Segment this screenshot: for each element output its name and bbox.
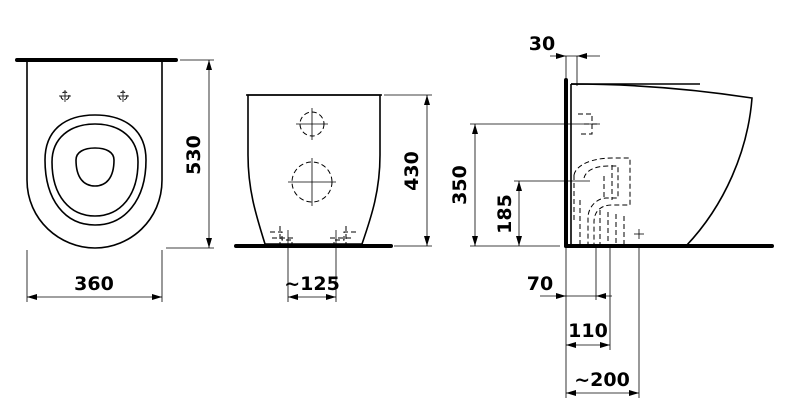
dim-label-70: 70 <box>527 273 553 295</box>
top-view: 360 530 <box>15 58 214 302</box>
dim-label-200: ~200 <box>574 369 630 391</box>
top-view-seat-outer <box>44 114 147 226</box>
dim-label-height: 430 <box>401 151 423 191</box>
top-view-bowl-outline <box>26 62 163 249</box>
front-view-fixing-hole <box>296 108 328 140</box>
dim-label-wall-offset: 30 <box>529 33 555 55</box>
dim-label-outlet-center: 185 <box>494 194 516 234</box>
dim-label-width: 360 <box>74 273 114 295</box>
front-view-body-outline <box>247 94 381 245</box>
front-view: ~125 430 <box>234 94 432 302</box>
top-view-drain-oval <box>75 147 115 187</box>
front-view-outlet-hole <box>288 158 336 206</box>
top-view-hinge-left <box>59 90 71 102</box>
top-view-hinge-right <box>117 90 129 102</box>
side-view-body-outline <box>570 83 753 247</box>
top-view-seat-inner <box>51 123 139 217</box>
side-view-outlet-pipe <box>573 157 631 246</box>
dim-label-foot-spacing: ~125 <box>284 273 340 295</box>
dim-label-length: 530 <box>183 135 205 175</box>
dim-label-outlet-top: 350 <box>449 165 471 205</box>
dim-label-110: 110 <box>568 320 608 342</box>
front-view-foot-left <box>270 226 296 244</box>
front-view-foot-right <box>330 226 356 244</box>
side-view: 30 350 185 70 110 ~200 <box>449 33 774 398</box>
